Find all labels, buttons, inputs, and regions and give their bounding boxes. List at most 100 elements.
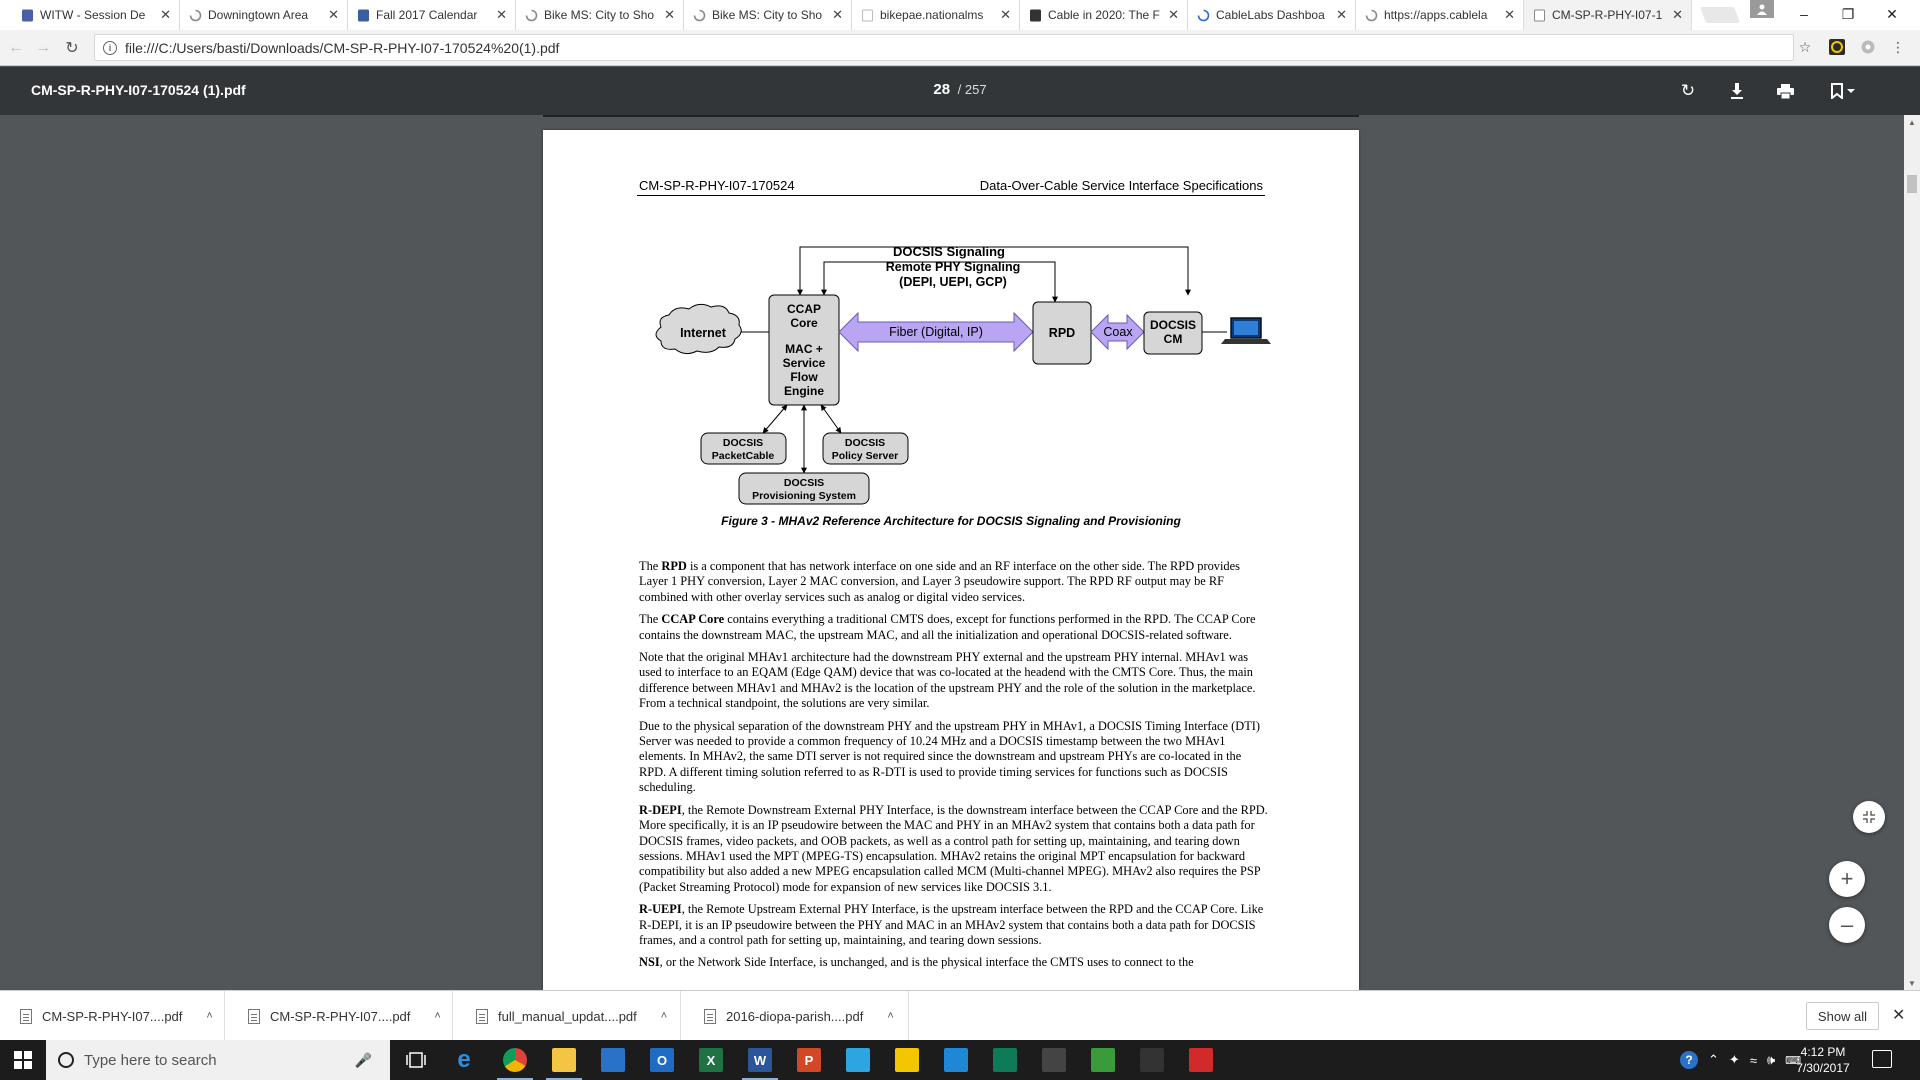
show-hidden-icons[interactable]: ⌃	[1708, 1052, 1719, 1067]
vertical-scrollbar[interactable]: ▲ ▼	[1904, 115, 1920, 990]
pdf-document-area[interactable]: CM-SP-R-PHY-I07-170524 Data-Over-Cable S…	[0, 115, 1904, 990]
chrome-menu-icon[interactable]: ⋮	[1891, 38, 1905, 55]
restore-button[interactable]: ❐	[1841, 5, 1855, 22]
download-filename: full_manual_updat....pdf	[498, 1008, 637, 1024]
browser-tab[interactable]: Cable in 2020: The F✕	[1020, 0, 1188, 30]
close-tab-icon[interactable]: ✕	[664, 7, 675, 22]
microphone-icon[interactable]: 🎤	[354, 1051, 372, 1068]
close-shelf-icon[interactable]: ✕	[1892, 1007, 1906, 1024]
close-tab-icon[interactable]: ✕	[832, 7, 843, 22]
docsis-signaling-label: DOCSIS Signaling	[893, 244, 1005, 259]
browser-tab[interactable]: Downingtown Area✕	[180, 0, 348, 30]
clock[interactable]: 4:12 PM 7/30/2017	[1788, 1044, 1858, 1076]
close-tab-icon[interactable]: ✕	[496, 7, 507, 22]
network-app-app-icon[interactable]	[1128, 1040, 1176, 1080]
app-glyph: P	[797, 1048, 821, 1072]
extension-icon[interactable]	[1859, 38, 1877, 56]
profile-icon[interactable]	[1750, 0, 1774, 18]
architecture-figure: DOCSIS Signaling Remote PHY Signaling (D…	[543, 130, 1359, 550]
norton-app-icon[interactable]	[883, 1040, 931, 1080]
cm-label-1: DOCSIS	[1150, 318, 1196, 332]
minimize-button[interactable]: –	[1800, 6, 1808, 22]
loading-icon	[1364, 8, 1378, 22]
zoom-in-button[interactable]: +	[1829, 861, 1865, 897]
show-all-downloads-button[interactable]: Show all	[1806, 1002, 1879, 1030]
extension-norton-icon[interactable]	[1828, 38, 1846, 56]
word-app-icon[interactable]: W	[736, 1040, 784, 1080]
browser-tab[interactable]: bikepae.nationalms✕	[852, 0, 1020, 30]
close-tab-icon[interactable]: ✕	[328, 7, 339, 22]
browser-tab[interactable]: Fall 2017 Calendar✕	[348, 0, 516, 30]
scroll-thumb[interactable]	[1907, 175, 1917, 193]
volume-icon[interactable]: 🕪	[1766, 1052, 1776, 1067]
powerpoint-app-icon[interactable]: P	[785, 1040, 833, 1080]
close-tab-icon[interactable]: ✕	[1168, 7, 1179, 22]
scroll-down-icon[interactable]: ▼	[1908, 978, 1916, 988]
chevron-up-icon[interactable]: ˄	[660, 1010, 668, 1022]
browser-tab[interactable]: CableLabs Dashboa✕	[1188, 0, 1356, 30]
download-icon[interactable]	[1725, 79, 1749, 103]
app-chat-app-icon[interactable]	[1079, 1040, 1127, 1080]
dropbox-icon[interactable]: ✦	[1728, 1052, 1740, 1067]
cortana-icon	[58, 1052, 74, 1068]
chevron-up-icon[interactable]: ˄	[206, 1010, 213, 1022]
browser-tab[interactable]: https://apps.cablela✕	[1356, 0, 1524, 30]
close-tab-icon[interactable]: ✕	[1672, 7, 1683, 22]
rotate-icon[interactable]: ↻	[1680, 81, 1696, 100]
browser-tab[interactable]: CM-SP-R-PHY-I07-1✕	[1524, 0, 1692, 30]
calculator-app-icon[interactable]	[1030, 1040, 1078, 1080]
close-tab-icon[interactable]: ✕	[160, 7, 171, 22]
reload-button[interactable]: ↻	[65, 40, 79, 57]
info-icon[interactable]: i	[103, 40, 117, 55]
keyboard-icon[interactable]: ⌨	[1785, 1054, 1802, 1067]
wifi-icon[interactable]: ≈	[1749, 1052, 1757, 1068]
app-glyph	[1042, 1048, 1066, 1072]
close-window-button[interactable]: ✕	[1886, 5, 1898, 22]
edge-app-icon[interactable]: e	[457, 1046, 471, 1073]
print-icon[interactable]	[1773, 79, 1797, 103]
address-bar[interactable]: i file:///C:/Users/basti/Downloads/CM-SP…	[94, 34, 1794, 61]
acrobat-app-icon[interactable]	[1177, 1040, 1225, 1080]
back-button[interactable]: ←	[8, 39, 24, 56]
body-paragraph: The RPD is a component that has network …	[639, 559, 1271, 605]
close-tab-icon[interactable]: ✕	[1504, 7, 1515, 22]
outlook-app-icon[interactable]: O	[638, 1040, 686, 1080]
remote-app-icon[interactable]	[932, 1040, 980, 1080]
store-app-icon[interactable]	[589, 1040, 637, 1080]
forward-button[interactable]: →	[35, 39, 51, 56]
chrome-app-icon[interactable]	[491, 1040, 539, 1080]
chevron-up-icon[interactable]: ˄	[887, 1010, 894, 1022]
browser-tab[interactable]: Bike MS: City to Sho✕	[684, 0, 852, 30]
taskbar-search[interactable]: Type here to search 🎤	[46, 1040, 390, 1080]
remote-phy-protocols-label: (DEPI, UEPI, GCP)	[899, 275, 1007, 289]
app-green-app-icon[interactable]	[981, 1040, 1029, 1080]
bookmark-menu-icon[interactable]	[1826, 79, 1862, 103]
task-view-button[interactable]	[392, 1040, 440, 1080]
bookmark-star-icon[interactable]: ☆	[1798, 38, 1812, 55]
close-tab-icon[interactable]: ✕	[1336, 7, 1347, 22]
help-icon[interactable]: ?	[1680, 1051, 1698, 1069]
telegram-app-icon[interactable]	[834, 1040, 882, 1080]
download-item[interactable]: 2016-diopa-parish....pdf˄	[684, 991, 909, 1041]
body-paragraph: NSI, or the Network Side Interface, is u…	[639, 955, 1271, 970]
start-button[interactable]	[0, 1040, 46, 1080]
provisioning-box	[738, 472, 870, 505]
browser-tab[interactable]: WITW - Session De✕	[12, 0, 180, 30]
page-icon	[860, 8, 874, 22]
current-page-input[interactable]: 28	[933, 81, 951, 98]
download-item[interactable]: CM-SP-R-PHY-I07....pdf˄	[228, 991, 453, 1041]
scroll-up-icon[interactable]: ▲	[1908, 117, 1916, 127]
browser-tab[interactable]: Bike MS: City to Sho✕	[516, 0, 684, 30]
url-text: file:///C:/Users/basti/Downloads/CM-SP-R…	[125, 39, 560, 56]
new-tab-button[interactable]	[1700, 7, 1740, 23]
excel-app-icon[interactable]: X	[687, 1040, 735, 1080]
chevron-up-icon[interactable]: ˄	[434, 1010, 441, 1022]
download-item[interactable]: CM-SP-R-PHY-I07....pdf˄	[0, 991, 225, 1041]
clock-date: 7/30/2017	[1796, 1061, 1850, 1075]
close-tab-icon[interactable]: ✕	[1000, 7, 1011, 22]
fit-to-page-button[interactable]	[1853, 801, 1885, 833]
zoom-out-button[interactable]: –	[1829, 907, 1865, 943]
action-center-icon[interactable]	[1872, 1050, 1892, 1068]
file-explorer-app-icon[interactable]	[540, 1040, 588, 1080]
download-item[interactable]: full_manual_updat....pdf ˄	[456, 991, 681, 1041]
